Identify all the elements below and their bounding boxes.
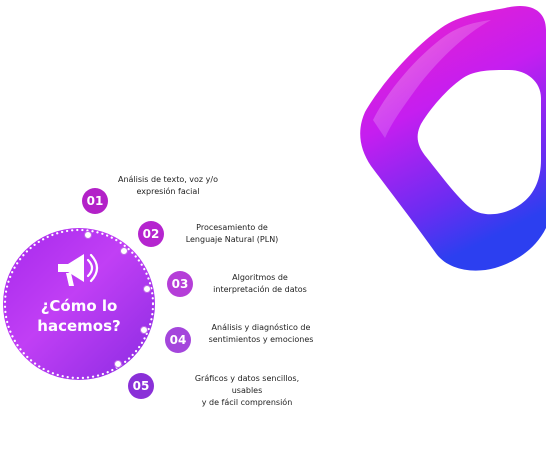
step-1-line2: expresión facial (136, 187, 200, 196)
connector-node-1 (84, 231, 92, 239)
megaphone-icon (58, 253, 99, 286)
step-3-line2: interpretación de datos (213, 285, 307, 294)
center-title: ¿Cómo lo hacemos? (3, 296, 155, 336)
step-4-label: Análisis y diagnóstico de sentimientos y… (196, 322, 326, 346)
step-2-badge: 02 (138, 221, 164, 247)
step-5-badge: 05 (128, 373, 154, 399)
step-2-label: Procesamiento de Lenguaje Natural (PLN) (172, 222, 292, 246)
central-circle (3, 228, 155, 380)
step-5-label: Gráficos y datos sencillos, usables y de… (180, 373, 314, 409)
connector-node-2 (120, 247, 128, 255)
gradient-ring-graphic (360, 6, 546, 271)
step-4-line1: Análisis y diagnóstico de (211, 323, 311, 332)
step-3-badge: 03 (167, 271, 193, 297)
center-title-line1: ¿Cómo lo (40, 297, 118, 315)
step-1-line1: Análisis de texto, voz y/o (118, 175, 218, 184)
center-title-line2: hacemos? (37, 317, 121, 335)
connector-node-5 (114, 360, 122, 368)
step-3-label: Algoritmos de interpretación de datos (200, 272, 320, 296)
step-5-line2: y de fácil comprensión (201, 398, 293, 407)
step-2-line1: Procesamiento de (196, 223, 268, 232)
step-4-badge: 04 (165, 327, 191, 353)
step-2-line2: Lenguaje Natural (PLN) (185, 235, 279, 244)
step-1-badge: 01 (82, 188, 108, 214)
step-1-label: Análisis de texto, voz y/o expresión fac… (112, 174, 224, 198)
step-5-line1: Gráficos y datos sencillos, usables (194, 374, 300, 395)
step-3-line1: Algoritmos de (232, 273, 288, 282)
dotted-outline (3, 228, 155, 380)
connector-node-4 (140, 326, 148, 334)
step-4-line2: sentimientos y emociones (208, 335, 314, 344)
connector-node-3 (143, 285, 151, 293)
